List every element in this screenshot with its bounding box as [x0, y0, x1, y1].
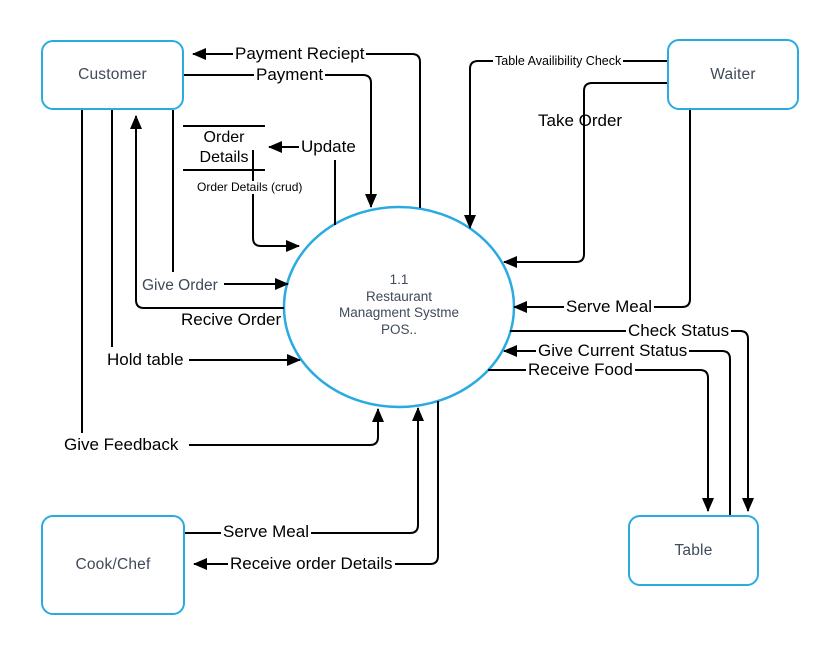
flow-label-check-status: Check Status — [626, 321, 732, 340]
process-label: 1.1 Restaurant Managment Systme POS.. — [309, 272, 489, 338]
flow-label-order-details-crud: Order Details (crud) — [195, 180, 305, 194]
datastore-order-details[interactable]: Order Details — [183, 125, 265, 171]
entity-table-label: Table — [674, 541, 713, 559]
entity-customer-label: Customer — [78, 66, 147, 83]
process-name-line1: Restaurant — [365, 288, 433, 304]
connector-receive-food — [488, 369, 714, 512]
connector-check-status — [510, 330, 754, 512]
entity-customer[interactable]: Customer — [41, 40, 184, 110]
entity-cook-chef[interactable]: Cook/Chef — [41, 515, 185, 615]
entity-cook-chef-label: Cook/Chef — [75, 556, 151, 573]
connector-order-details-crud — [252, 150, 300, 252]
flow-label-receive-order-details: Receive order Details — [228, 554, 395, 573]
flow-label-serve-meal-waiter: Serve Meal — [564, 297, 654, 316]
connector-serve-meal-cook — [185, 407, 424, 534]
flow-label-recive-order: Recive Order — [181, 310, 282, 329]
entity-waiter[interactable]: Waiter — [667, 39, 799, 110]
flow-label-give-current-status: Give Current Status — [536, 341, 690, 360]
flow-label-serve-meal-cook: Serve Meal — [221, 522, 311, 541]
flow-label-table-availibility-check: Table Availibility Check — [493, 54, 624, 68]
entity-table[interactable]: Table — [628, 515, 759, 586]
flow-label-payment: Payment — [254, 65, 326, 84]
flow-label-receive-food: Receive Food — [526, 360, 635, 379]
connector-take-order — [503, 82, 667, 268]
process-name-line3: POS.. — [380, 321, 417, 337]
entity-waiter-label: Waiter — [710, 65, 756, 83]
flow-label-payment-reciept: Payment Reciept — [233, 44, 367, 63]
connector-serve-meal-waiter — [513, 110, 691, 313]
flow-label-hold-table: Hold table — [107, 350, 184, 369]
datastore-title-line1: Order — [203, 129, 245, 146]
flow-label-take-order: Take Order — [538, 111, 623, 130]
flow-label-update: Update — [301, 137, 356, 156]
connector-payment — [184, 74, 377, 208]
connector-give-feedback-arrow — [189, 408, 384, 446]
flow-label-give-feedback: Give Feedback — [64, 435, 179, 454]
connector-payment-reciept — [192, 48, 421, 208]
process-name-line2: Managment Systme — [338, 305, 460, 320]
flow-label-give-order: Give Order — [142, 277, 218, 294]
connector-receive-order-details — [193, 401, 439, 570]
process-number: 1.1 — [389, 272, 409, 287]
connector-recive-order — [130, 115, 284, 309]
connector-table-availibility-check — [464, 60, 667, 229]
datastore-title-line2: Details — [199, 149, 249, 166]
connector-give-current-status — [503, 345, 731, 515]
